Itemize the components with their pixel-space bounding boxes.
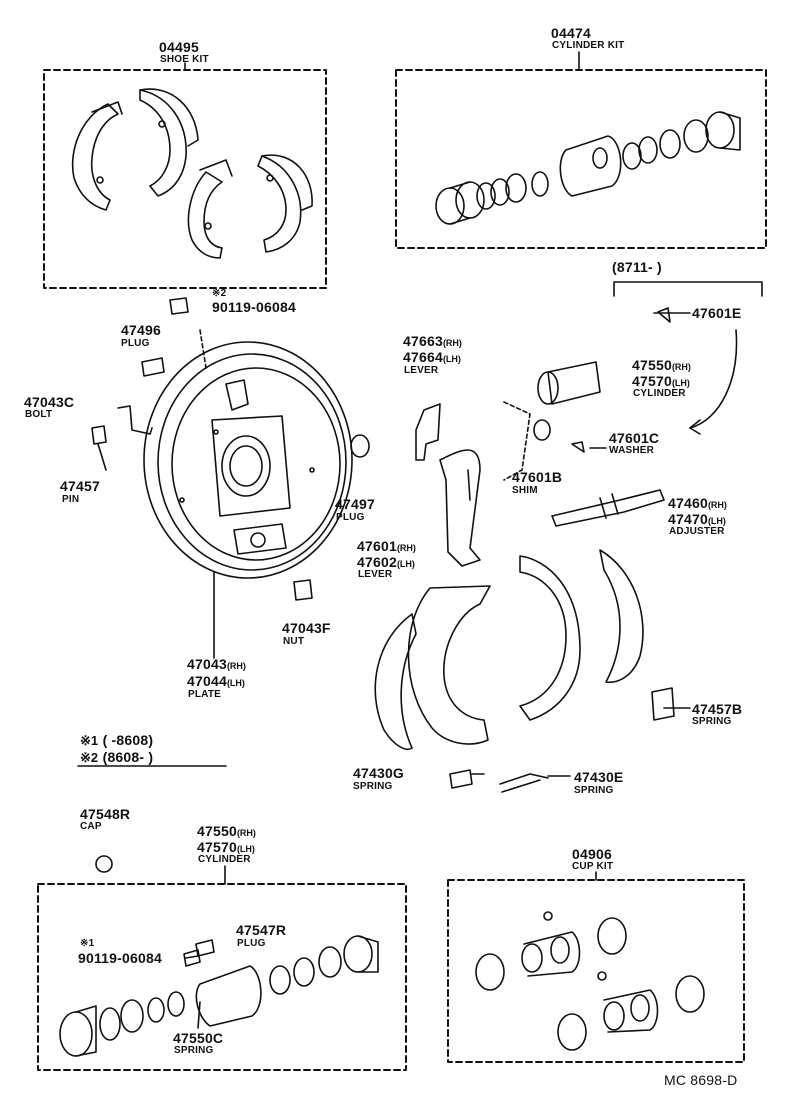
- cup-kit-parts: [475, 911, 705, 1051]
- plug-47497-name: PLUG: [336, 512, 365, 523]
- date-range-label: (8711- ): [612, 259, 662, 275]
- plug-47496-name: PLUG: [121, 338, 150, 349]
- spring-47430e-part-number: 47430E: [574, 769, 624, 785]
- adjuster-47470-lh: 47470(LH): [668, 511, 726, 527]
- lever-47663-rh: 47663(RH): [403, 333, 462, 349]
- lever-47602-lh: 47602(LH): [357, 554, 415, 570]
- bolt-47043c-part-number: 47043C: [24, 394, 75, 410]
- right-parts: [449, 307, 738, 793]
- bolt-mark-1: ※1: [80, 938, 95, 949]
- plate-part-number-rh: 47043(RH): [187, 656, 246, 672]
- spring-47550c-name: SPRING: [174, 1045, 214, 1056]
- leader-lines: [185, 312, 691, 1029]
- cylinder-bottom-name: CYLINDER: [198, 854, 251, 865]
- shoe-kit-box: [43, 69, 327, 289]
- lever-47601-rh: 47601(RH): [357, 538, 416, 554]
- clip-47601e-part-number: 47601E: [692, 305, 742, 321]
- backing-plate: [143, 329, 353, 579]
- cylinder-right-name: CYLINDER: [633, 388, 686, 399]
- plug-47497-part-number: 47497: [335, 496, 375, 512]
- bottom-cylinder-box: [37, 883, 407, 1071]
- legend-row-1: ※1 ( -8608): [80, 732, 154, 748]
- spring-47430g-part-number: 47430G: [353, 765, 405, 781]
- pin-47457-part-number: 47457: [60, 478, 100, 494]
- lever-47664-lh: 47664(LH): [403, 349, 461, 365]
- plate-part-number-lh: 47044(LH): [187, 673, 245, 689]
- nut-47043f-name: NUT: [283, 636, 305, 647]
- spring-47457b-part-number: 47457B: [692, 701, 743, 717]
- diagram-code: MC 8698-D: [664, 1072, 738, 1088]
- bolt-90119-part-number: 90119-06084: [212, 299, 296, 315]
- spring-47430e-name: SPRING: [574, 785, 614, 796]
- plug-47547r-part-number: 47547R: [236, 922, 287, 938]
- date-bracket: [613, 281, 763, 297]
- legend-row-2: ※2 (8608- ): [80, 749, 154, 765]
- washer-47601c-part-number: 47601C: [609, 430, 660, 446]
- cap-name: CAP: [80, 821, 102, 832]
- spring-47457b-name: SPRING: [692, 716, 732, 727]
- adjuster-47460-rh: 47460(RH): [668, 495, 727, 511]
- washer-name: WASHER: [609, 445, 655, 456]
- cylinder-kit-part-number: 04474: [551, 25, 591, 41]
- cup-kit-name: CUP KIT: [572, 861, 614, 872]
- cup-kit-part-number: 04906: [572, 846, 612, 862]
- adjuster-name: ADJUSTER: [669, 526, 725, 537]
- cylinder-47570-lh: 47570(LH): [632, 373, 690, 389]
- plate-name: PLATE: [188, 689, 222, 700]
- cylinder-bottom-47550-rh: 47550(RH): [197, 823, 256, 839]
- plate-fasteners: [91, 297, 370, 659]
- cap-47548r-part-number: 47548R: [80, 806, 131, 822]
- shoe-kit-part-number: 04495: [159, 39, 199, 55]
- bolt-47043c-name: BOLT: [25, 409, 53, 420]
- cylinder-bottom-47570-lh: 47570(LH): [197, 839, 255, 855]
- cylinder-kit-box: [395, 69, 767, 249]
- plug-47547r-name: PLUG: [237, 938, 266, 949]
- shoe-kit-shoes: [71, 88, 313, 259]
- bottom-cylinder-parts: [59, 855, 379, 1057]
- nut-47043f-part-number: 47043F: [282, 620, 331, 636]
- shoe-kit-name: SHOE KIT: [160, 54, 209, 65]
- plug-47496-part-number: 47496: [121, 322, 161, 338]
- cylinder-kit-parts: [435, 111, 741, 225]
- shim-47601b-part-number: 47601B: [512, 469, 563, 485]
- bolt-90119-bottom-part-number: 90119-06084: [78, 950, 162, 966]
- shim-name: SHIM: [512, 485, 538, 496]
- bolt-mark-2: ※2: [212, 288, 227, 299]
- cylinder-47550-rh: 47550(RH): [632, 357, 691, 373]
- lever-top-name: LEVER: [404, 365, 439, 376]
- brake-shoes: [374, 549, 644, 750]
- lever-mid-name: LEVER: [358, 569, 393, 580]
- levers: [415, 401, 551, 567]
- cup-kit-box: [447, 879, 745, 1063]
- spring-47430g-name: SPRING: [353, 781, 393, 792]
- spring-47550c-part-number: 47550C: [173, 1030, 224, 1046]
- cylinder-kit-name: CYLINDER KIT: [552, 40, 625, 51]
- pin-47457-name: PIN: [62, 494, 80, 505]
